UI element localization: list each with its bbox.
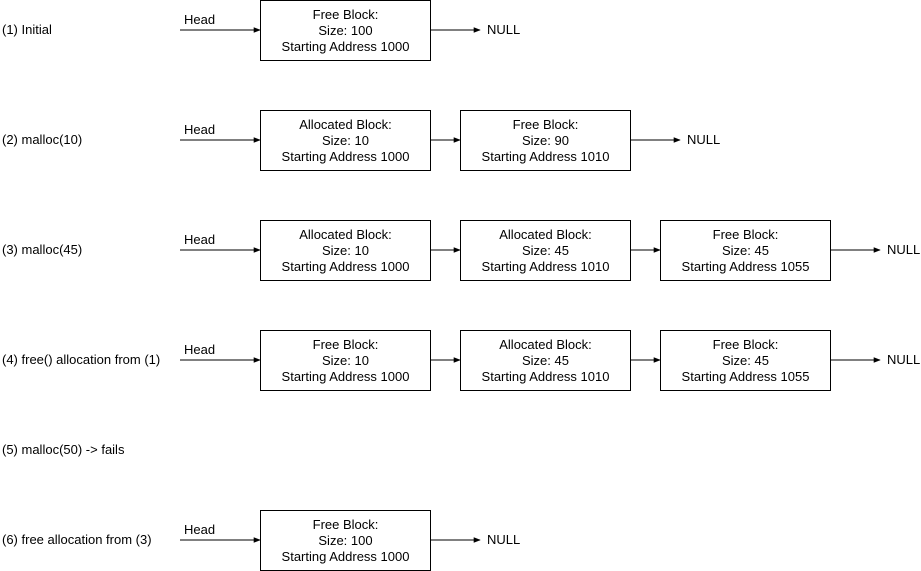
null-label: NULL	[887, 242, 921, 257]
block-size: Size: 100	[318, 532, 373, 548]
block-address: Starting Address 1010	[481, 148, 610, 164]
block-title: Free Block:	[712, 336, 779, 352]
block-address: Starting Address 1055	[681, 368, 810, 384]
block-size: Size: 10	[322, 132, 369, 148]
step-label: (5) malloc(50) -> fails	[2, 442, 125, 457]
block-size: Size: 45	[522, 352, 569, 368]
block-title: Allocated Block:	[299, 116, 392, 132]
block-address: Starting Address 1000	[281, 548, 410, 564]
block-address: Starting Address 1000	[281, 148, 410, 164]
block-title: Allocated Block:	[499, 226, 592, 242]
block-size: Size: 45	[522, 242, 569, 258]
step-label: (2) malloc(10)	[2, 132, 83, 147]
block-title: Allocated Block:	[299, 226, 392, 242]
block-title: Free Block:	[512, 116, 579, 132]
null-label: NULL	[887, 352, 921, 367]
block-size: Size: 10	[322, 352, 369, 368]
block-title: Free Block:	[312, 336, 379, 352]
block-size: Size: 10	[322, 242, 369, 258]
block-address: Starting Address 1055	[681, 258, 810, 274]
head-label: Head	[184, 122, 216, 137]
step-label: (6) free allocation from (3)	[2, 532, 152, 547]
block-title: Allocated Block:	[499, 336, 592, 352]
block-size: Size: 45	[722, 352, 769, 368]
block-address: Starting Address 1000	[281, 368, 410, 384]
block-title: Free Block:	[312, 6, 379, 22]
head-label: Head	[184, 342, 216, 357]
head-label: Head	[184, 232, 216, 247]
block-size: Size: 45	[722, 242, 769, 258]
step-label: (3) malloc(45)	[2, 242, 83, 257]
step-label: (1) Initial	[2, 22, 52, 37]
block-address: Starting Address 1000	[281, 258, 410, 274]
block-address: Starting Address 1010	[481, 258, 610, 274]
block-title: Free Block:	[712, 226, 779, 242]
null-label: NULL	[687, 132, 721, 147]
block-address: Starting Address 1000	[281, 38, 410, 54]
block-size: Size: 90	[522, 132, 569, 148]
null-label: NULL	[487, 532, 521, 547]
block-title: Free Block:	[312, 516, 379, 532]
head-label: Head	[184, 12, 216, 27]
step-label: (4) free() allocation from (1)	[2, 352, 161, 367]
null-label: NULL	[487, 22, 521, 37]
block-size: Size: 100	[318, 22, 373, 38]
head-label: Head	[184, 522, 216, 537]
block-address: Starting Address 1010	[481, 368, 610, 384]
